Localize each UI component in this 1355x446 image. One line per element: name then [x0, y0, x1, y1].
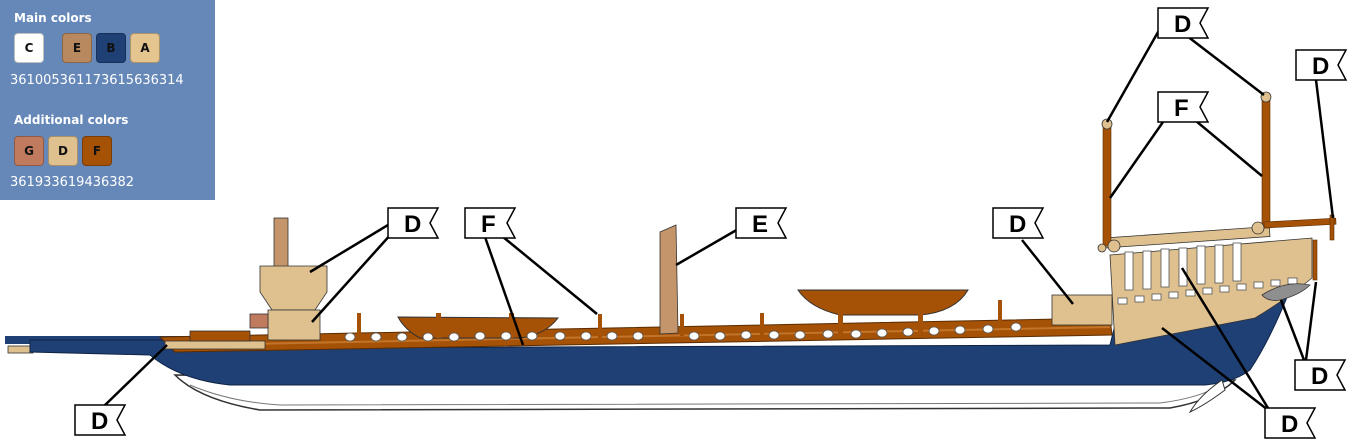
oar-ports	[344, 322, 1022, 342]
callout-letter: D	[1281, 411, 1298, 438]
small-boat-post	[436, 313, 441, 338]
mast	[659, 224, 679, 335]
large-boat-post	[838, 312, 843, 337]
callout-letter: D	[1009, 211, 1026, 238]
callout-letter: F	[481, 211, 496, 238]
main-colors-title: Main colors	[14, 11, 92, 25]
callout-flag: D	[1264, 407, 1316, 439]
callout-flag: D	[1295, 49, 1347, 81]
callout-flag: E	[735, 207, 787, 239]
keel-line	[189, 384, 1221, 406]
swatch-b[interactable]: B	[96, 33, 126, 63]
callout-letter: D	[91, 408, 108, 435]
callout-letter: E	[752, 211, 768, 238]
additional-colors-title: Additional colors	[14, 113, 129, 127]
stern-windows	[1117, 277, 1298, 305]
callout-letter: D	[1311, 363, 1328, 390]
callout-flag: D	[1157, 7, 1209, 39]
swatch-g[interactable]: G	[14, 136, 44, 166]
main-swatches: C E B A	[14, 33, 164, 63]
swatch-c[interactable]: C	[14, 33, 44, 63]
small-boat-post	[509, 313, 514, 338]
callout-flag: D	[992, 207, 1044, 239]
fore-tower-lower	[267, 309, 321, 341]
callout-flag: F	[464, 207, 516, 239]
callout-flag: F	[1157, 91, 1209, 123]
leader-lines	[101, 24, 1335, 411]
swatch-d[interactable]: D	[48, 136, 78, 166]
rudder	[1188, 379, 1226, 414]
additional-color-codes: 361933619436382	[10, 175, 135, 190]
additional-swatches: G D F	[14, 136, 116, 166]
stern-deckhouse	[1051, 294, 1113, 326]
bow-block	[189, 330, 251, 342]
color-legend: Main colors C E B A 36100536117361563631…	[0, 0, 215, 200]
fore-tower-hatch	[249, 313, 269, 329]
callout-flag: D	[1294, 359, 1346, 391]
stern-balusters	[1124, 242, 1242, 291]
callout-flag: D	[74, 404, 126, 436]
stern-ornament	[1261, 283, 1311, 301]
deck-posts	[357, 300, 1002, 338]
callout-flag: D	[387, 207, 439, 239]
large-boat-post	[918, 312, 923, 337]
swatch-f[interactable]: F	[82, 136, 112, 166]
swatch-a[interactable]: A	[130, 33, 160, 63]
main-color-codes: 361005361173615636314	[10, 73, 184, 88]
callout-letter: D	[1312, 53, 1329, 80]
callout-letter: F	[1174, 95, 1189, 122]
callout-letter: D	[1174, 11, 1191, 38]
callout-letter: D	[404, 211, 421, 238]
swatch-e[interactable]: E	[62, 33, 92, 63]
